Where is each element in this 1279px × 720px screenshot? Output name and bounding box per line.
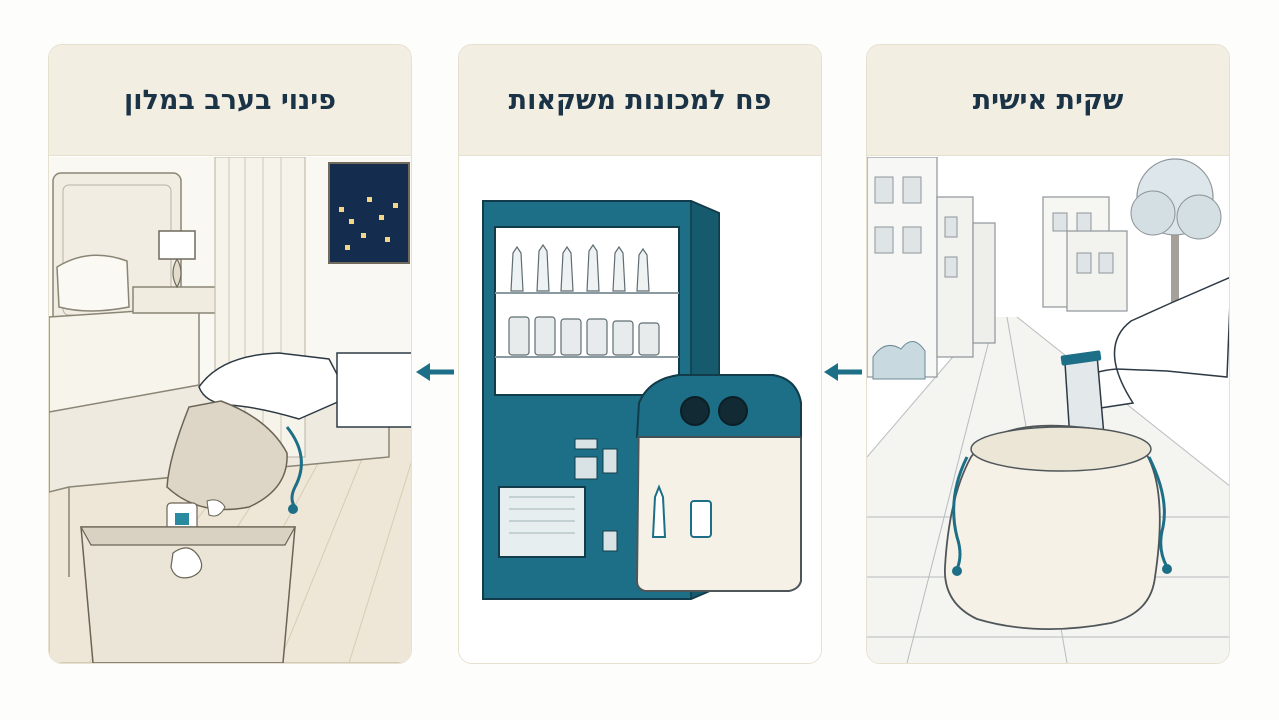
panel-header: פח למכונות משקאות (459, 45, 821, 156)
hotel-room-illustration (49, 157, 411, 663)
panel-header: פינוי בערב במלון (49, 45, 411, 156)
vending-machine-illustration (459, 157, 821, 663)
flow-arrow-left-icon (824, 363, 862, 381)
flow-arrow-left-icon (416, 363, 454, 381)
street-bag-illustration (867, 157, 1229, 663)
panel-vending-machine-bin: פח למכונות משקאות (458, 44, 822, 664)
panel-title: פינוי בערב במלון (123, 84, 336, 116)
panel-hotel-evening-disposal: פינוי בערב במלון (48, 44, 412, 664)
panel-title: פח למכונות משקאות (508, 84, 772, 116)
panel-header: שקית אישית (867, 45, 1229, 156)
panel-personal-bag: שקית אישית (866, 44, 1230, 664)
panel-title: שקית אישית (972, 84, 1124, 116)
